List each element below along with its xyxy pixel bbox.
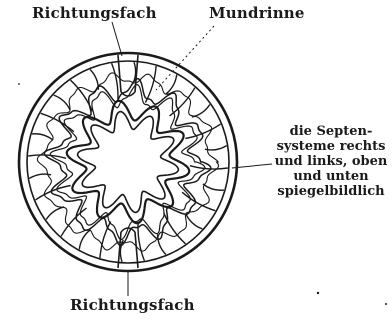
septum [32,134,53,140]
label-septa-line: systeme rechts [270,139,392,154]
print-speck [317,292,319,294]
label-septa-line: und links, oben [270,154,392,169]
leader-line-top-left [112,22,122,56]
label-directive-chamber-bottom: Richtungsfach [70,296,195,314]
print-speck [385,303,387,305]
septum [54,95,70,110]
label-septa-line: die Septen- [270,124,392,139]
label-directive-chamber-top: Richtungsfach [32,4,157,22]
septum [203,184,224,190]
septum [112,63,118,101]
septum [46,207,64,220]
septum [186,214,202,229]
print-speck [18,83,20,85]
label-mouth-groove: Mundrinne [209,4,305,22]
septum [190,166,228,169]
septum [192,105,210,118]
pharynx-outline-inner [78,112,179,213]
septum [145,66,156,103]
label-septa-symmetry: die Septen- systeme rechts und links, ob… [270,124,392,199]
septum [205,146,227,150]
septum [79,230,90,249]
septum [100,222,111,259]
label-septa-line: spiegelbildlich [270,184,392,199]
septum [138,223,144,261]
label-septa-line: und unten [270,169,392,184]
